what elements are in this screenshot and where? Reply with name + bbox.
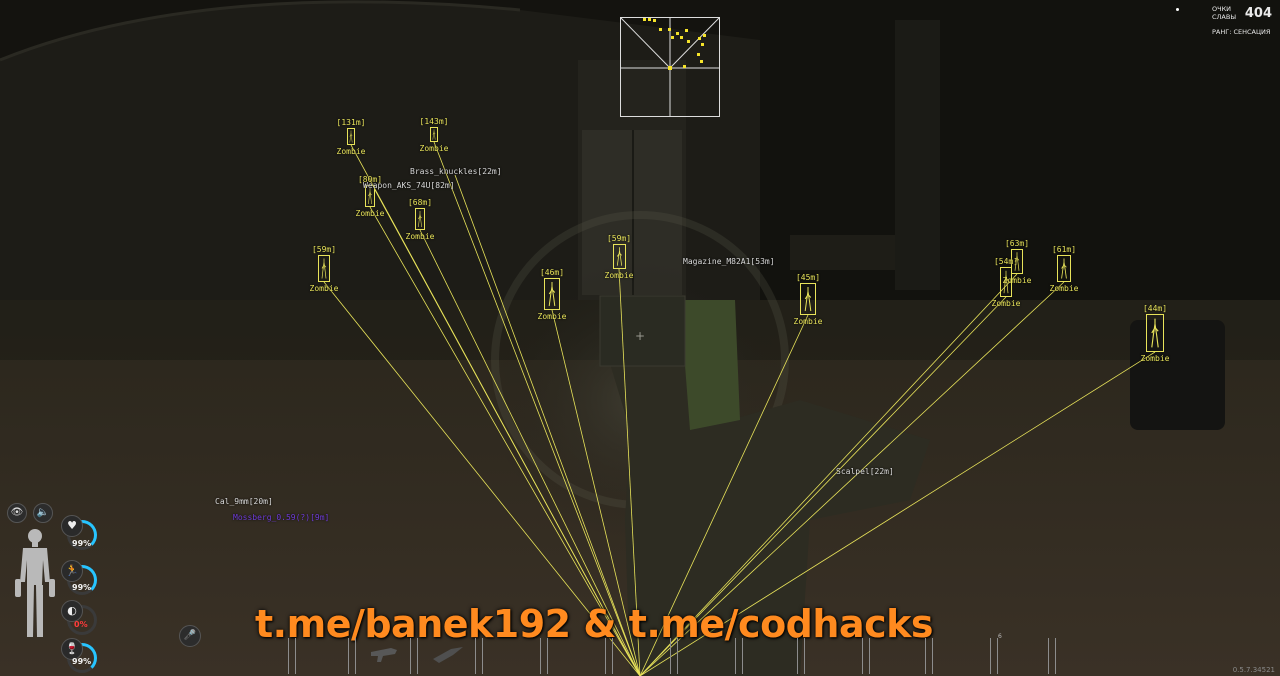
zombie-distance: [59m] [311,245,337,254]
item-label: Mossberg_0.59(?)[9m] [233,513,330,522]
stamina-value: 99% [72,583,92,592]
zombie-distance: [59m] [606,234,632,243]
eye-icon: 👁 [7,503,27,523]
hotbar-slot[interactable] [540,638,548,674]
esp-line [551,309,641,676]
zombie-label: Zombie [336,147,366,156]
esp-line [374,189,641,676]
score-label: ОЧКИ СЛАВЫ [1212,5,1237,21]
svg-text:+: + [635,329,645,343]
running-icon: 🏃 [61,560,83,582]
esp-line [639,281,1065,676]
hotbar-slot[interactable] [1048,638,1056,674]
hotbar-slot[interactable] [475,638,483,674]
zombie-label: Zombie [419,144,449,153]
health-value: 99% [72,539,92,548]
knife-icon [433,647,463,663]
esp-line [369,206,641,676]
zombie-label: Zombie [537,312,567,321]
esp-line [639,296,1007,676]
item-label: Scalpel[22m] [836,467,894,476]
esp-line [419,229,641,676]
zombie-box [415,208,425,230]
item-label: Cal_9mm[20m] [215,497,273,506]
zombie-distance: [61m] [1051,245,1077,254]
zombie-box [612,244,626,269]
zombie-box [347,128,355,145]
zombie-distance: [68m] [407,198,433,207]
item-label: Magazine_M82A1[53m] [683,257,775,266]
food-value: 0% [74,620,88,629]
hotbar-slot[interactable] [410,638,418,674]
zombie-box [544,278,560,310]
zombie-box [365,185,375,207]
zombie-box [318,255,330,282]
esp-line [639,351,1156,676]
zombie-label: Zombie [1049,284,1079,293]
zombie-box [800,283,816,315]
zombie-label: Zombie [991,299,1021,308]
zombie-distance: [143m] [419,117,449,126]
zombie-box [1000,267,1012,297]
zombie-label: Zombie [604,271,634,280]
speaker-icon: 🔈 [33,503,53,523]
water-glass-icon: 🍷 [61,638,83,660]
hotbar-slot[interactable] [605,638,613,674]
esp-line [433,141,641,676]
hotbar-slot[interactable] [288,638,296,674]
esp-line [618,268,641,676]
hotbar-slot[interactable] [990,638,998,674]
zombie-distance: [80m] [357,175,383,184]
esp-line [639,314,809,676]
hotbar-slot[interactable] [348,638,356,674]
heart-icon: ♥ [61,515,83,537]
hotbar-slot[interactable] [925,638,933,674]
esp-line [639,273,1018,676]
score-value: 404 [1244,6,1272,21]
zombie-box [1146,314,1164,352]
food-icon: ◐ [61,600,83,622]
rank-text: РАНГ: СЕНСАЦИЯ [1212,28,1271,36]
dot-icon [1176,8,1179,11]
hotbar-slot[interactable] [670,638,678,674]
zombie-box [1011,249,1023,274]
item-label: Weapon_AKS_74U[82m] [363,181,455,190]
zombie-label: Zombie [1140,354,1170,363]
zombie-label: Zombie [793,317,823,326]
esp-line [454,174,641,676]
water-value: 99% [72,657,92,666]
zombie-distance: [54m] [993,257,1019,266]
zombie-distance: [131m] [336,118,366,127]
rifle-icon [371,648,397,662]
esp-line [323,281,641,676]
item-label: Brass_knuckles[22m] [410,167,502,176]
zombie-label: Zombie [355,209,385,218]
zombie-label: Zombie [1002,276,1032,285]
score-panel: ОЧКИ СЛАВЫ 404 РАНГ: СЕНСАЦИЯ [1212,4,1272,40]
hotbar-slot[interactable] [735,638,743,674]
zombie-label: Zombie [309,284,339,293]
watermark-text: t.me/banek192 & t.me/codhacks [255,602,934,646]
version-text: 0.5.7.34521 [1232,666,1275,674]
body-silhouette-icon [15,529,55,637]
hotbar-slot[interactable] [862,638,870,674]
zombie-box [1057,255,1071,282]
microphone-icon: 🎤 [179,625,201,647]
zombie-distance: [63m] [1004,239,1030,248]
zombie-box [430,127,438,142]
zombie-distance: [45m] [795,273,821,282]
zombie-distance: [44m] [1142,304,1168,313]
zombie-distance: [46m] [539,268,565,277]
slot-number: 6 [998,633,1002,640]
hotbar-slot[interactable] [797,638,805,674]
zombie-label: Zombie [405,232,435,241]
radar-minimap [620,17,720,117]
